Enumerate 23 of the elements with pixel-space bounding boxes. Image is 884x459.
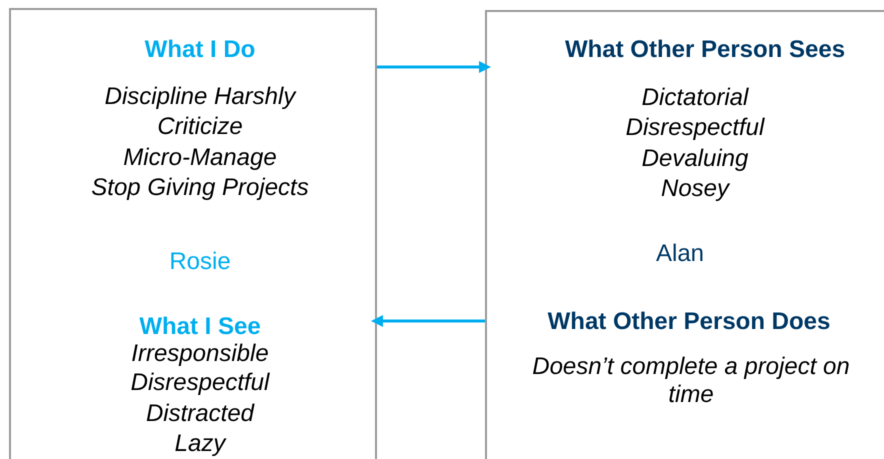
text-panel — [9, 8, 377, 459]
list-item: Devaluing — [642, 145, 748, 173]
person-name: Alan — [656, 240, 704, 268]
list-item: Stop Giving Projects — [91, 174, 309, 202]
list-item: Disrespectful — [130, 369, 270, 397]
arrow — [377, 61, 491, 73]
list-item: Criticize — [157, 113, 243, 141]
list-item: Lazy — [174, 430, 226, 458]
list-item: Distracted — [146, 400, 254, 428]
person-name: Rosie — [169, 248, 231, 276]
heading: What Other Person Sees — [564, 36, 846, 64]
arrow — [371, 315, 485, 327]
heading: What I Do — [144, 36, 256, 64]
list-item: Nosey — [660, 175, 730, 203]
list-item: Disrespectful — [626, 114, 764, 142]
list-item: Discipline Harshly — [104, 83, 296, 111]
list-item: Dictatorial — [642, 84, 748, 112]
description: Doesn’t complete a project on time — [531, 353, 851, 409]
list-item: Micro-Manage — [123, 144, 277, 172]
list-item: Irresponsible — [131, 340, 269, 368]
heading: What I See — [139, 313, 261, 341]
heading: What Other Person Does — [548, 308, 830, 336]
text-panel — [485, 10, 884, 459]
